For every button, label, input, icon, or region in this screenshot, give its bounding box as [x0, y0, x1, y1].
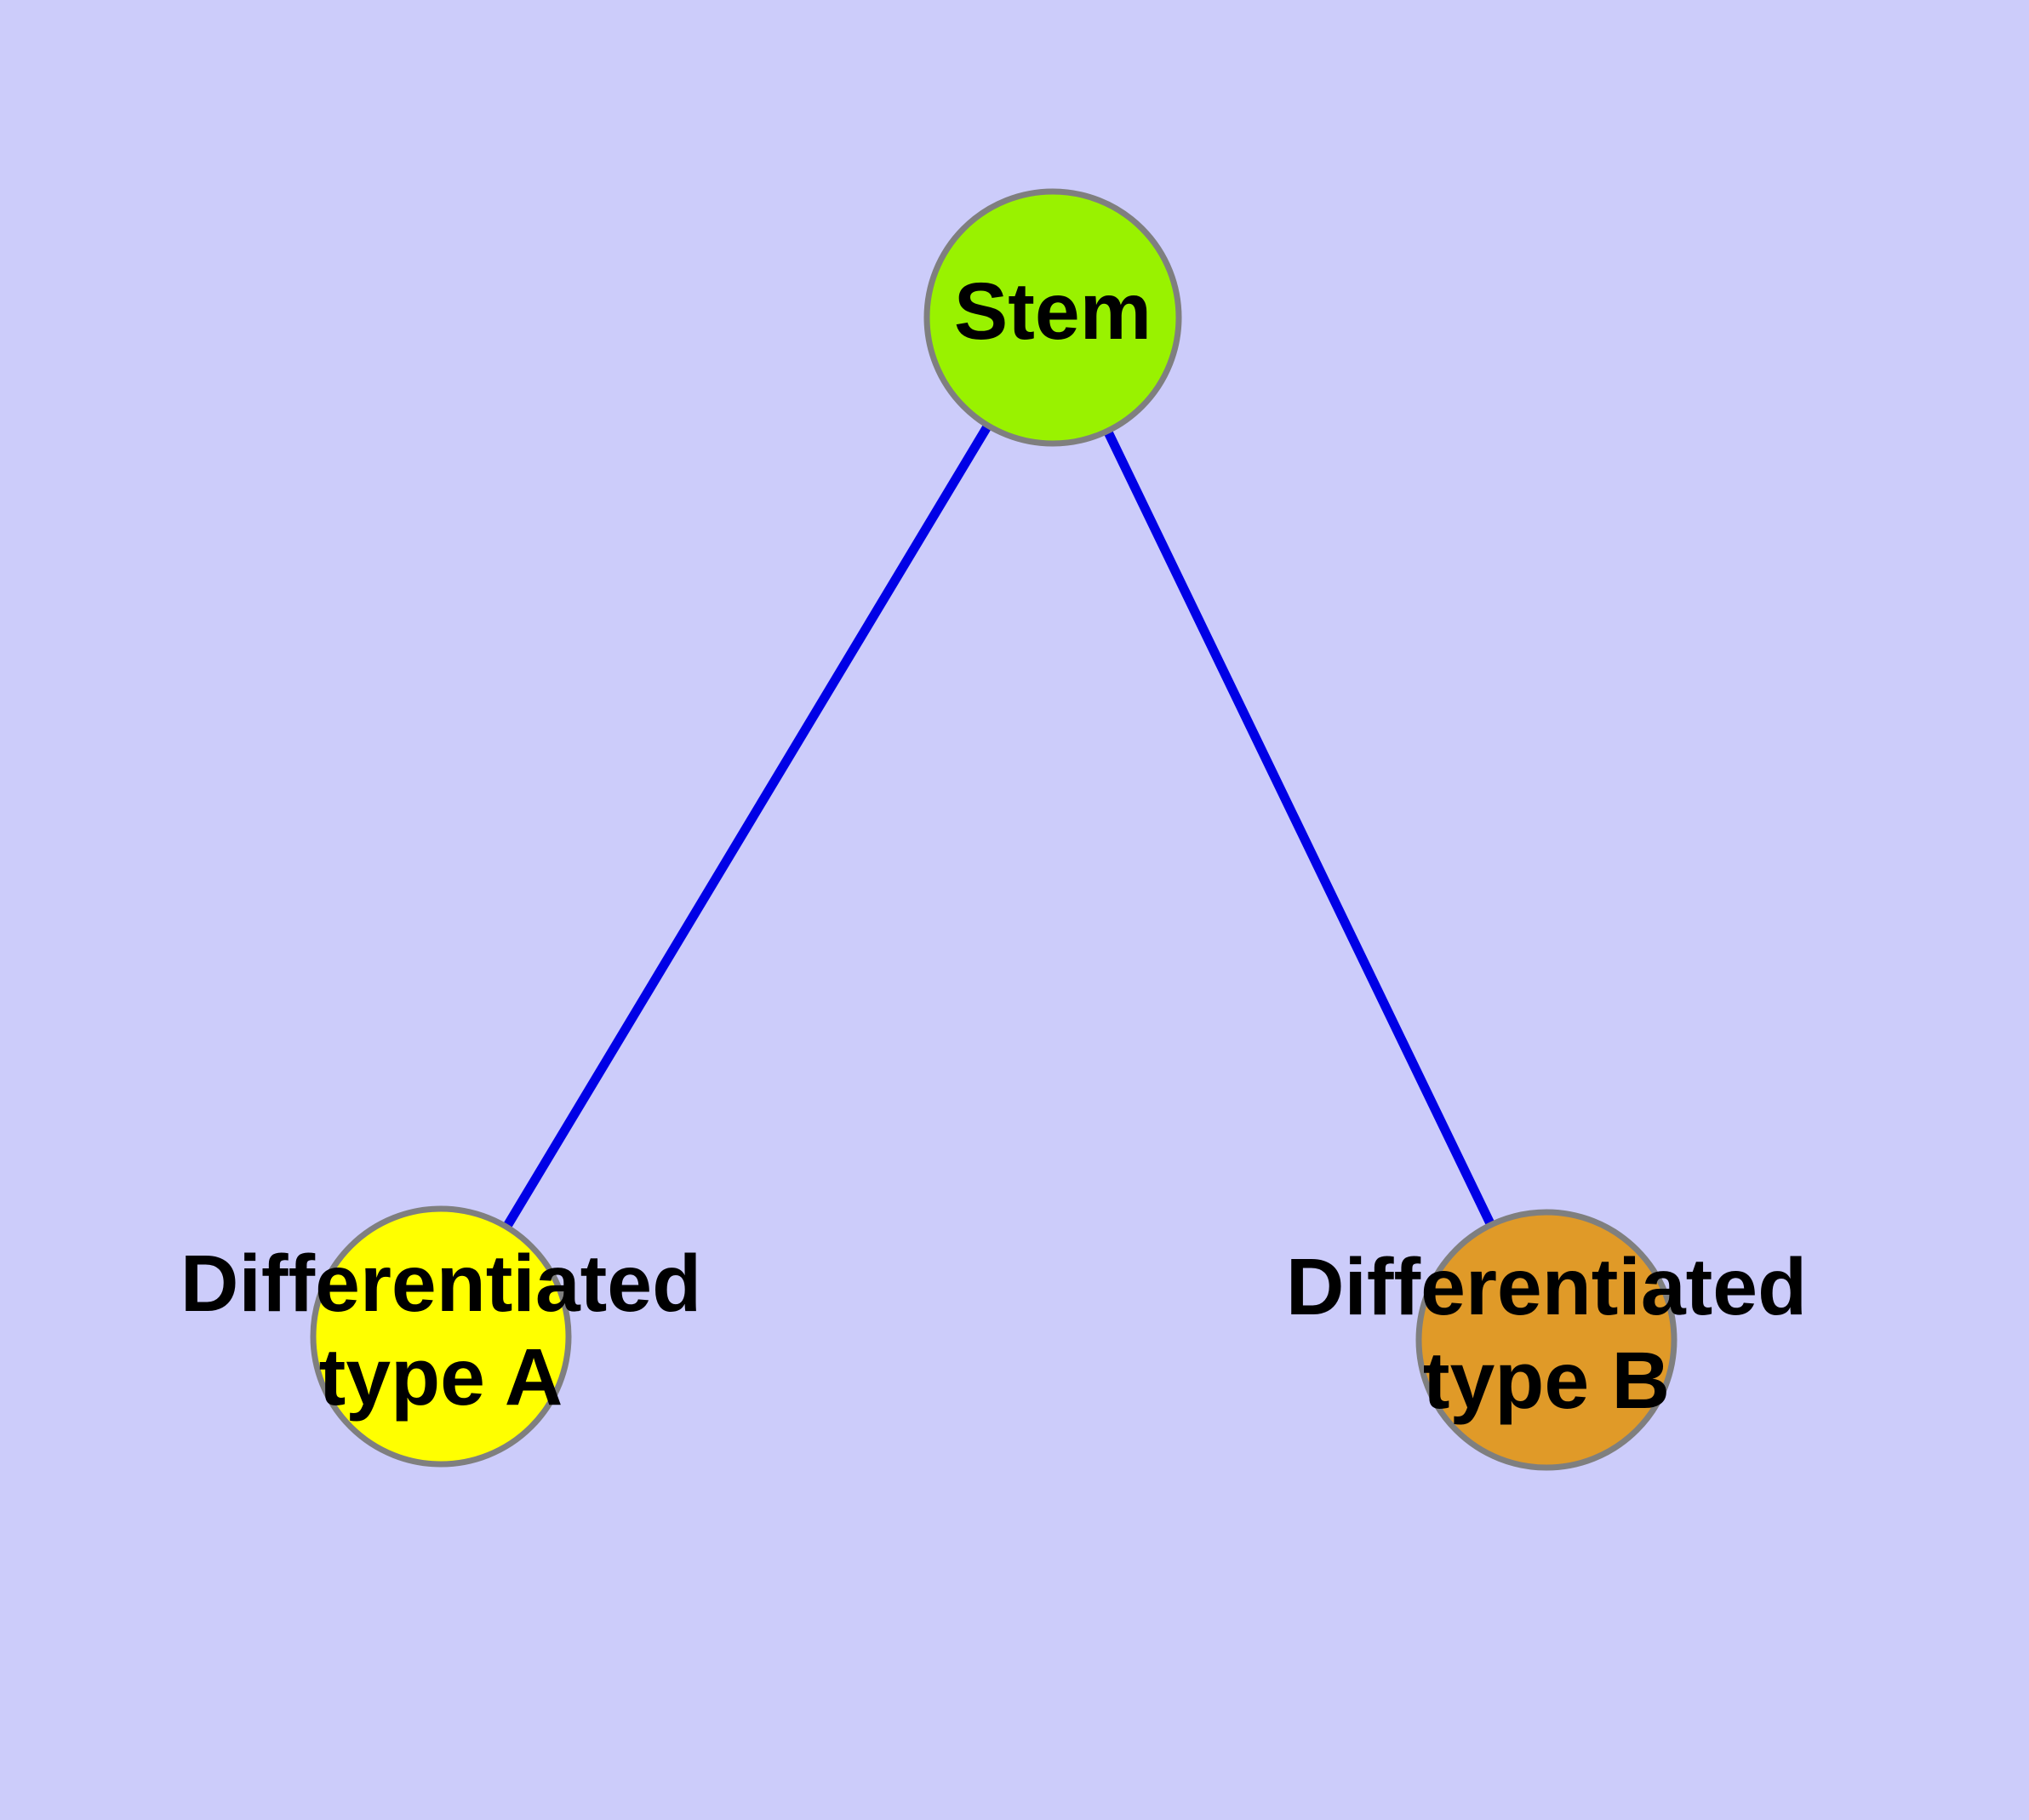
edge-stem-to-differentiated-type-a[interactable] — [436, 312, 1058, 1342]
node-stem-label: Stem — [954, 266, 1152, 357]
node-differentiated-type-b-circle[interactable] — [1415, 1209, 1677, 1471]
node-differentiated-type-a-circle[interactable] — [310, 1205, 572, 1468]
edges-group — [436, 312, 1552, 1345]
nodes-group — [310, 188, 1677, 1471]
edge-stem-to-differentiated-type-b[interactable] — [1048, 312, 1552, 1345]
node-stem-circle[interactable] — [923, 188, 1182, 447]
